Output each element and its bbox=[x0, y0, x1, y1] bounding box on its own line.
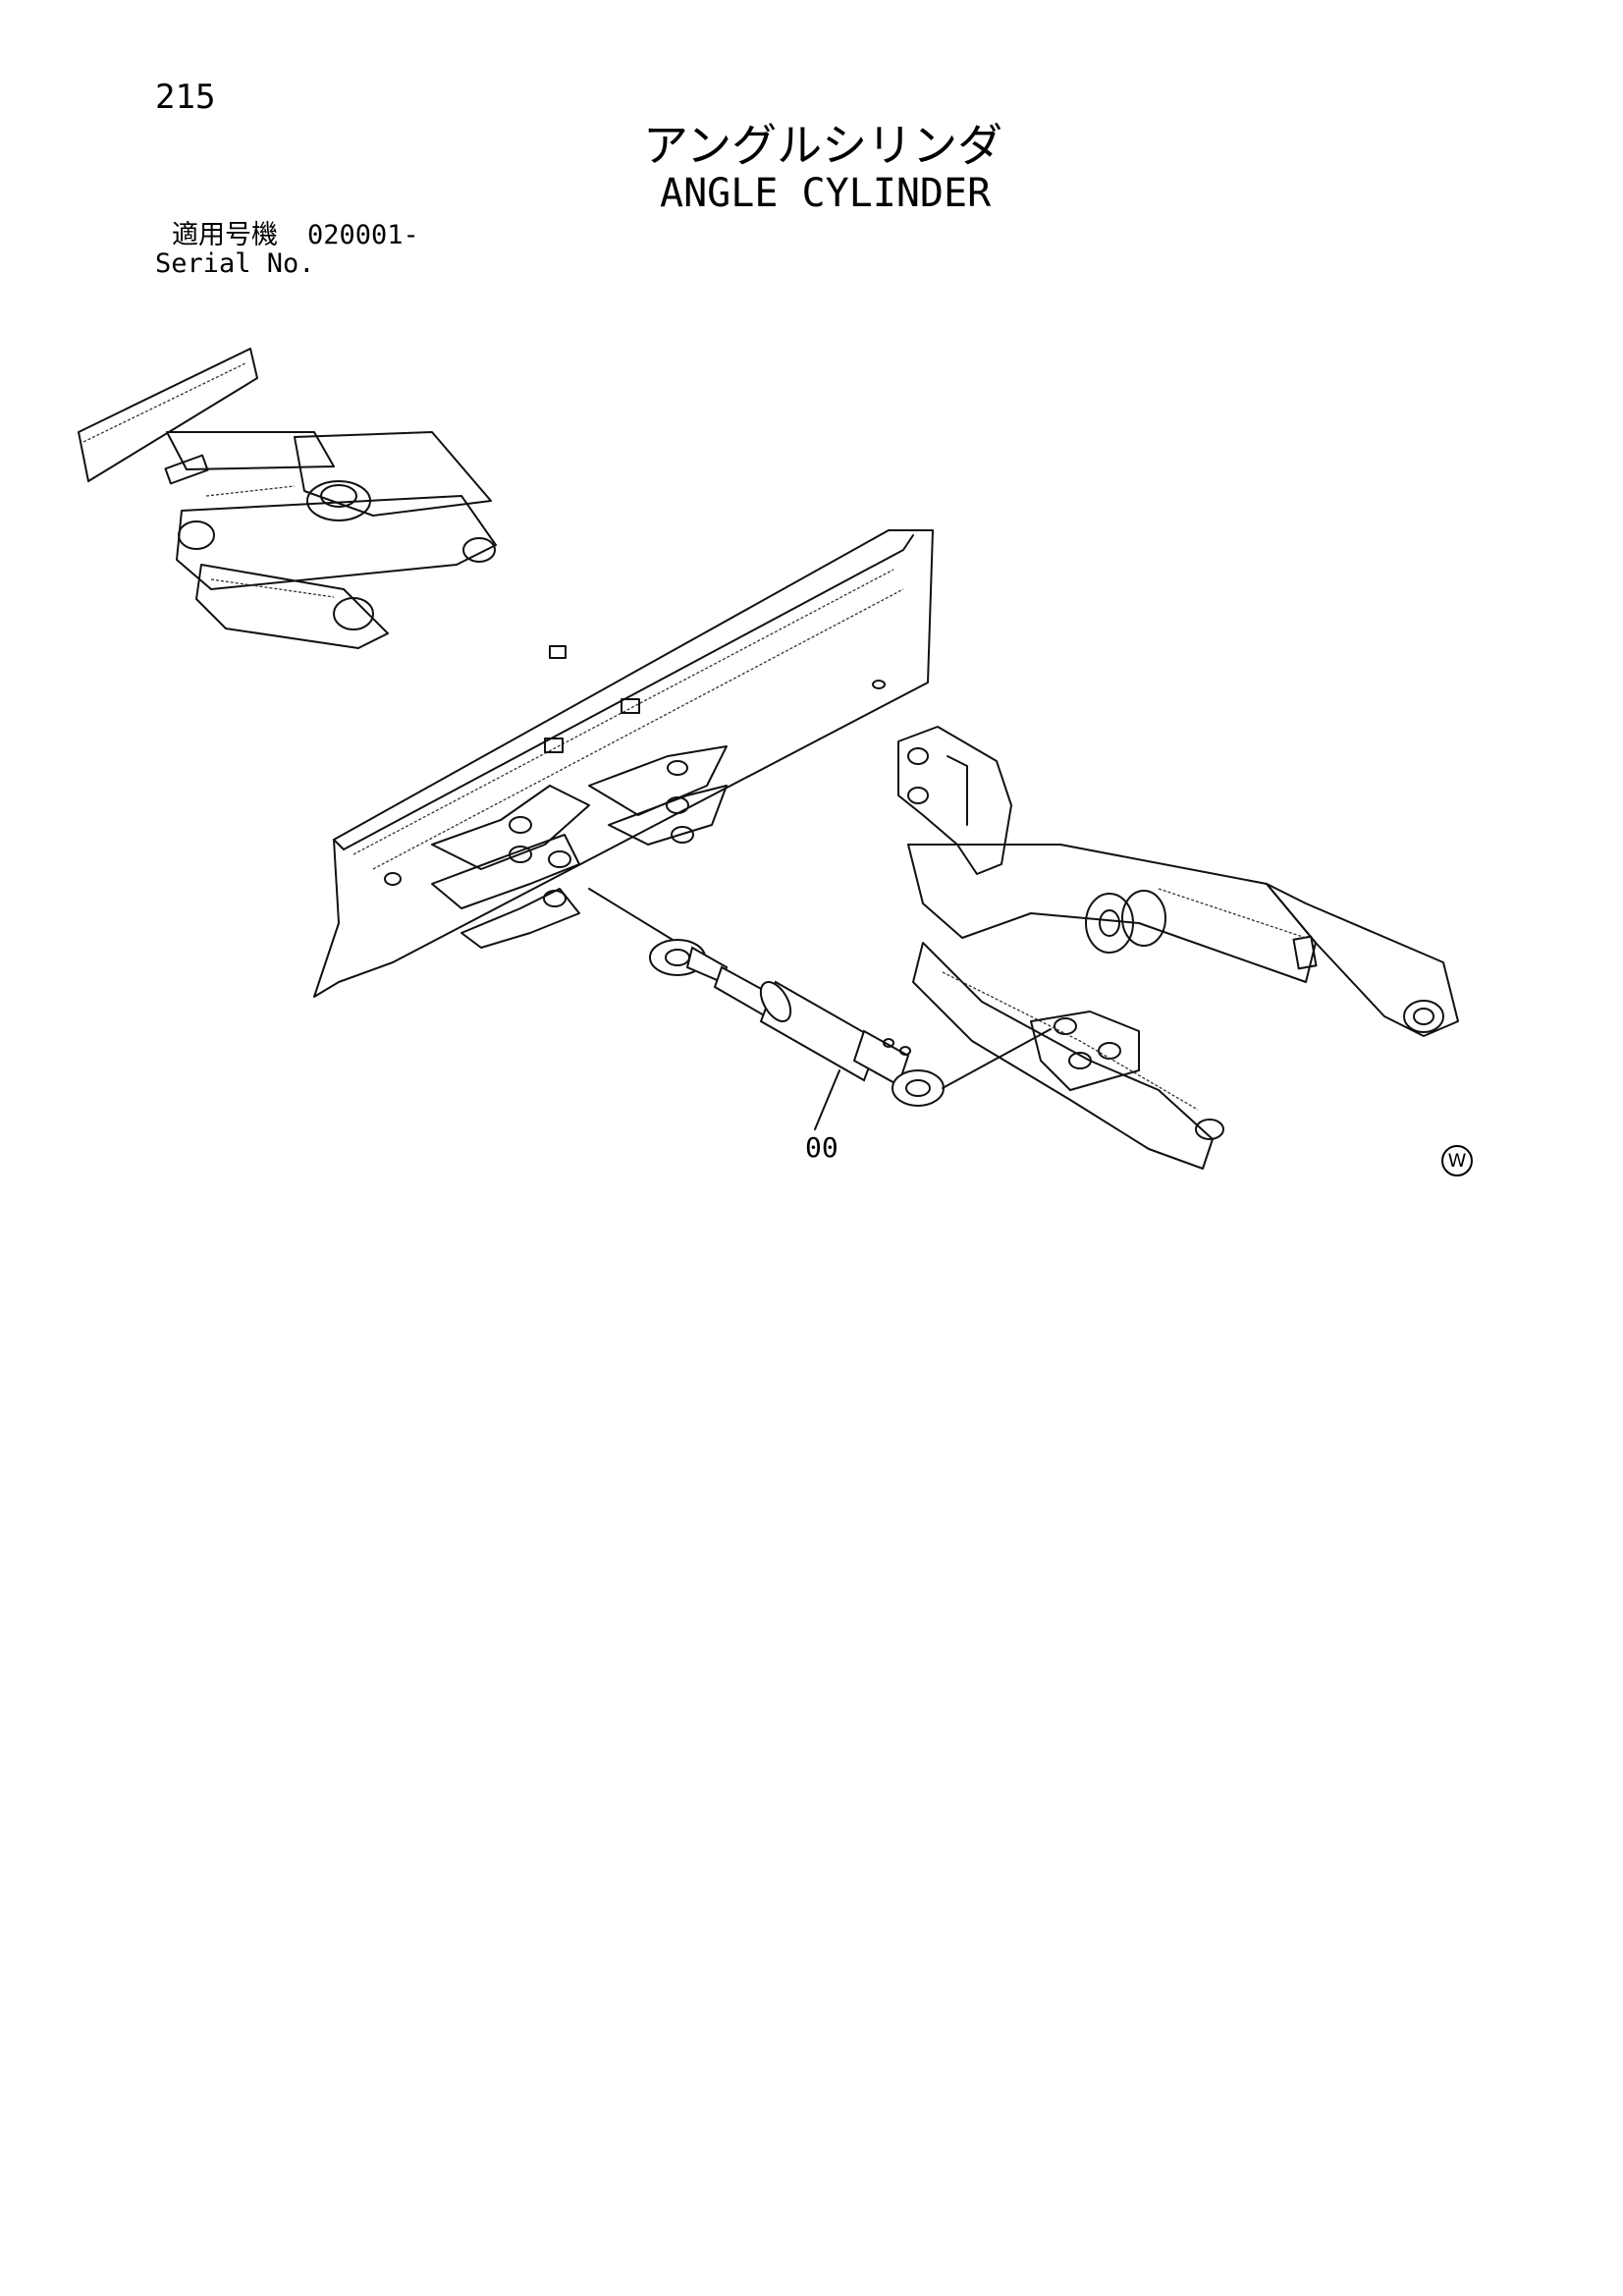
callout-label: 00 bbox=[805, 1131, 839, 1164]
w-mark: W bbox=[1441, 1145, 1473, 1176]
page-number: 215 bbox=[155, 78, 216, 117]
dozer-frame bbox=[897, 726, 1459, 1170]
dozer-blade bbox=[313, 529, 934, 998]
serial-label-english: Serial No. bbox=[155, 248, 315, 279]
angle-cylinder bbox=[588, 888, 1052, 1130]
excavator-thumbnail bbox=[78, 348, 497, 649]
serial-label-japanese: 適用号機 bbox=[172, 220, 278, 250]
title-japanese: アングルシリンダ bbox=[643, 119, 1003, 172]
serial-value: 020001- bbox=[307, 220, 419, 250]
title-english: ANGLE CYLINDER bbox=[660, 171, 992, 216]
